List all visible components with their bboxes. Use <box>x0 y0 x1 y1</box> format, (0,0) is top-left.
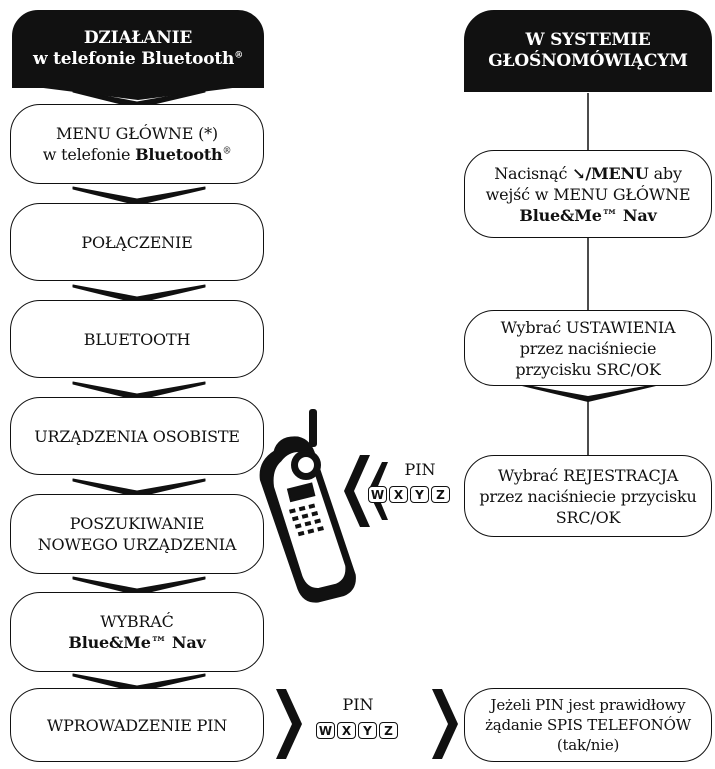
personal-devices-box: URZĄDZENIA OSOBISTE <box>10 397 264 475</box>
phone-handset-icon <box>259 409 356 603</box>
press-menu-bold: /MENU <box>585 163 649 183</box>
select-device-box: WYBRAĆ Blue&Me™ Nav <box>10 592 264 672</box>
press-menu-box: Nacisnąć ↘/MENU aby wejść w MENU GŁÓWNE … <box>464 150 712 238</box>
main-menu-subtitle-bold: Bluetooth <box>135 145 223 164</box>
pin-key: Y <box>358 722 377 739</box>
result-line3: (tak/nie) <box>556 736 620 754</box>
chevron-down-icon <box>72 284 206 304</box>
middle-pin-label: PIN <box>404 460 436 479</box>
main-menu-subtitle: w telefonie Bluetooth® <box>43 144 232 165</box>
chevron-down-icon <box>522 384 656 402</box>
main-menu-subtitle-prefix: w telefonie <box>42 145 136 164</box>
right-header-subtitle: GŁOŚNOMÓWIĄCYM <box>488 51 688 71</box>
phone-keypad <box>289 503 324 537</box>
search-device-line2: NOWEGO URZĄDZENIA <box>37 535 237 554</box>
personal-devices-label: URZĄDZENIA OSOBISTE <box>34 426 240 446</box>
left-header: DZIAŁANIE w telefonie Bluetooth® <box>12 10 264 88</box>
pin-entry-box: WPROWADZENIE PIN <box>10 688 264 762</box>
connection-box: POŁĄCZENIE <box>10 203 264 281</box>
left-header-title: DZIAŁANIE <box>83 28 193 48</box>
pin-entry-label: WPROWADZENIE PIN <box>46 715 228 735</box>
bottom-pin-label: PIN <box>342 695 374 714</box>
main-menu-title: MENU GŁÓWNE (*) <box>56 124 218 143</box>
bluetooth-box: BLUETOOTH <box>10 300 264 378</box>
pin-key: Z <box>379 722 398 739</box>
result-line2: żądanie SPIS TELEFONÓW <box>485 716 691 734</box>
chevron-down-icon <box>72 576 206 596</box>
bottom-pin-keys: W X Y Z <box>316 722 398 739</box>
pin-key: Z <box>431 486 450 503</box>
connection-label: POŁĄCZENIE <box>81 232 193 252</box>
register-box: Wybrać REJESTRACJA przez naciśniecie prz… <box>464 455 712 537</box>
phone-key-icon: ↘ <box>572 163 586 183</box>
search-device-line1: POSZUKIWANIE <box>69 514 205 533</box>
press-menu-line1: Nacisnąć ↘/MENU aby <box>494 163 682 184</box>
settings-line2: przez naciśniecie <box>519 338 657 358</box>
main-menu-box: MENU GŁÓWNE (*) w telefonie Bluetooth® <box>10 104 264 184</box>
chevron-down-icon <box>72 478 206 498</box>
chevron-left-icon <box>344 455 370 527</box>
middle-pin-keys: W X Y Z <box>368 486 450 503</box>
chevron-down-icon <box>72 381 206 401</box>
chevron-down-icon <box>72 186 206 206</box>
registered-mark: ® <box>234 50 244 61</box>
left-header-subtitle: w telefonie Bluetooth® <box>33 49 243 70</box>
chevron-right-icon <box>276 689 302 759</box>
registered-mark: ® <box>222 146 232 157</box>
pin-key: W <box>316 722 335 739</box>
press-menu-prefix: Nacisnąć <box>494 163 573 183</box>
press-menu-suffix: aby <box>648 163 682 183</box>
register-line2: przez naciśniecie przycisku <box>479 486 697 506</box>
pin-key: W <box>368 486 387 503</box>
press-menu-line2: wejść w MENU GŁÓWNE <box>485 184 691 204</box>
settings-line1: Wybrać USTAWIENIA <box>500 317 676 337</box>
register-line1: Wybrać REJESTRACJA <box>497 465 679 485</box>
right-header: W SYSTEMIE GŁOŚNOMÓWIĄCYM <box>464 10 712 92</box>
press-menu-line3: Blue&Me™ Nav <box>519 205 657 225</box>
register-line3: SRC/OK <box>555 507 621 527</box>
settings-box: Wybrać USTAWIENIA przez naciśniecie przy… <box>464 310 712 386</box>
result-box: Jeżeli PIN jest prawidłowy żądanie SPIS … <box>464 688 712 762</box>
select-device-line2: Blue&Me™ Nav <box>68 633 206 652</box>
bluetooth-label: BLUETOOTH <box>83 329 191 349</box>
chevron-right-icon <box>432 689 458 759</box>
pin-key: X <box>337 722 356 739</box>
settings-line3: przycisku SRC/OK <box>515 359 661 379</box>
left-header-subtitle-text: w telefonie Bluetooth <box>32 49 235 69</box>
pin-key: Y <box>410 486 429 503</box>
select-device-line1: WYBRAĆ <box>100 612 174 631</box>
header-arrow-tip <box>12 84 264 100</box>
result-line1: Jeżeli PIN jest prawidłowy <box>490 696 686 714</box>
pin-key: X <box>389 486 408 503</box>
search-device-box: POSZUKIWANIE NOWEGO URZĄDZENIA <box>10 494 264 574</box>
right-header-title: W SYSTEMIE <box>525 30 651 50</box>
